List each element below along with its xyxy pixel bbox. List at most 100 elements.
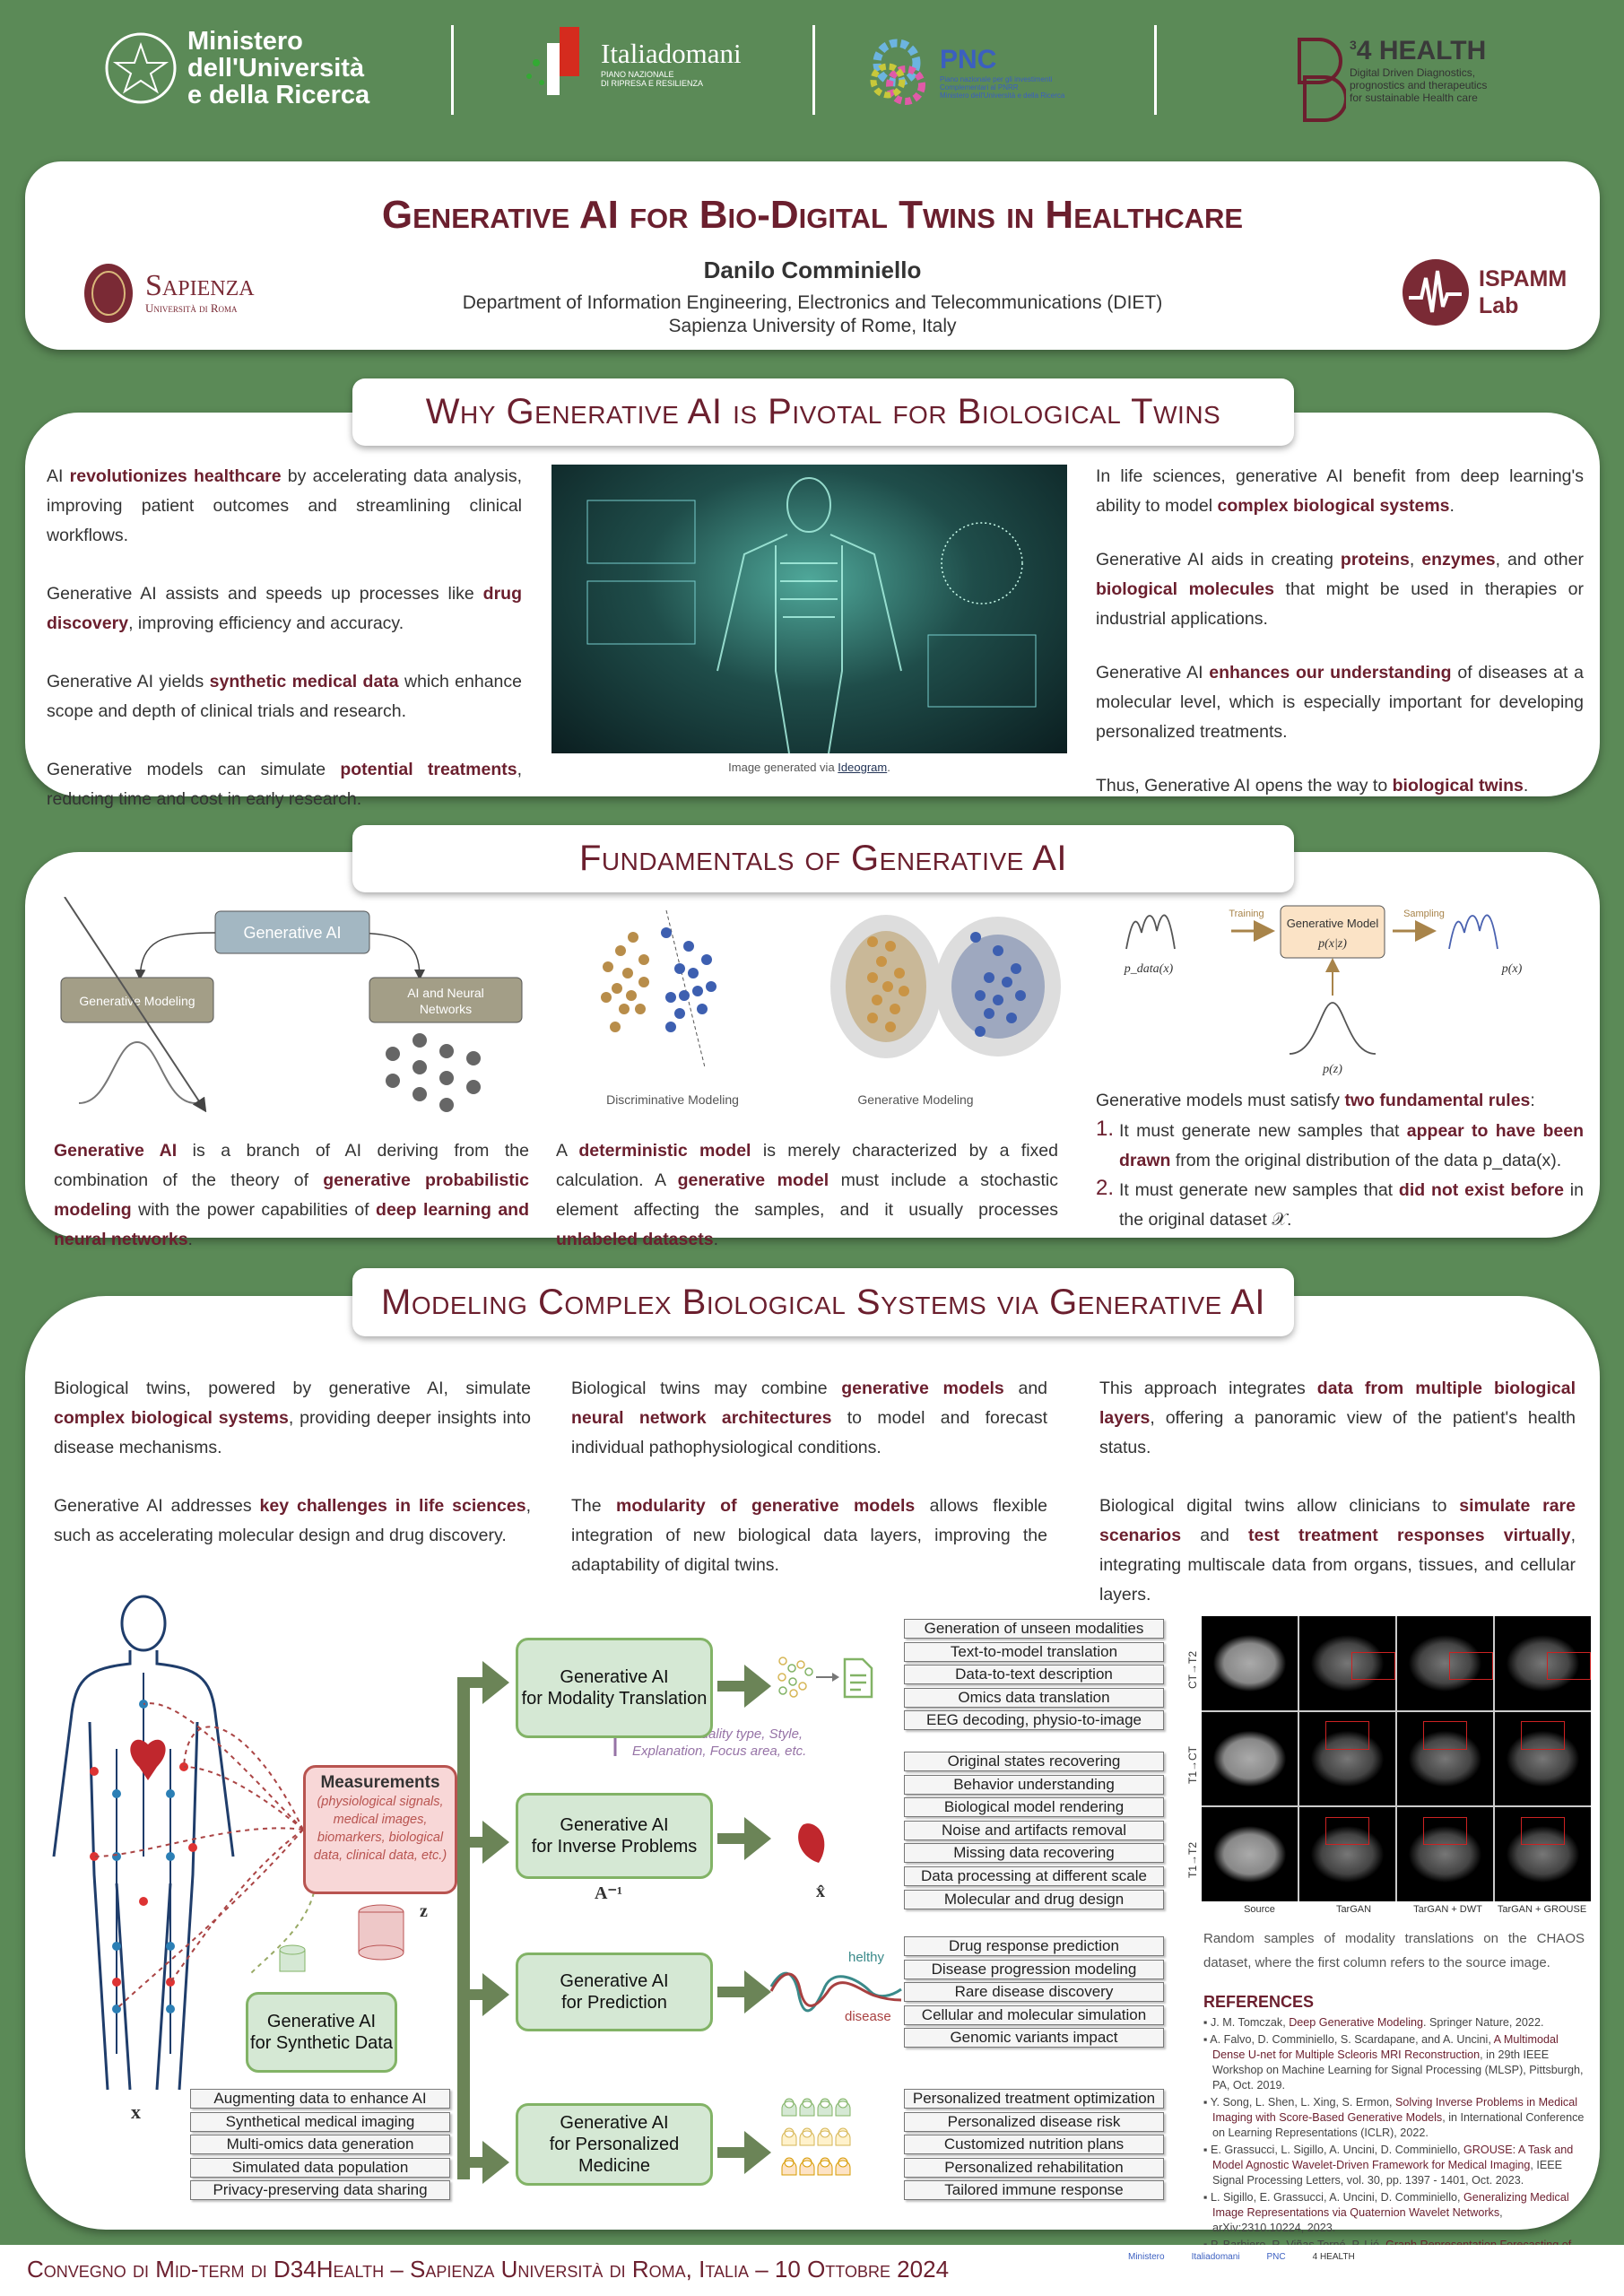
synthetic-title-1: Generative AI bbox=[266, 2012, 377, 2031]
list-item: Privacy-preserving data sharing bbox=[190, 2180, 450, 2201]
patient-icon bbox=[835, 2157, 851, 2176]
list-item: Original states recovering bbox=[904, 1752, 1164, 1771]
data-point bbox=[867, 936, 878, 947]
reference-title[interactable]: GROUSE: A Task and Model Agnostic Wavele… bbox=[1212, 2144, 1574, 2171]
data-point bbox=[1006, 1013, 1017, 1023]
text-segment: , integrating multiscale data from organ… bbox=[1099, 1526, 1576, 1605]
data-point bbox=[674, 1008, 685, 1019]
highlight-text: Generative AI bbox=[54, 1141, 178, 1161]
data-point bbox=[601, 992, 612, 1003]
zoom-region-box bbox=[1422, 1816, 1468, 1846]
reference-title[interactable]: Deep Generative Modeling bbox=[1289, 2016, 1424, 2029]
list-item: Noise and artifacts removal bbox=[904, 1820, 1164, 1840]
highlight-text: enhances our understanding bbox=[1209, 663, 1452, 683]
text-segment: It must generate new samples that bbox=[1119, 1121, 1407, 1141]
sapienza-logo: Sapienza Università di Roma bbox=[83, 262, 255, 325]
mri-scan-image bbox=[1299, 1711, 1395, 1806]
section-why-title: Why Generative AI is Pivotal for Biologi… bbox=[352, 378, 1294, 446]
list-item: Augmenting data to enhance AI bbox=[190, 2089, 450, 2109]
disc-label: Discriminative Modeling bbox=[606, 1092, 739, 1107]
patient-icon bbox=[817, 2157, 833, 2176]
patient-icon bbox=[817, 2127, 833, 2146]
text-segment: , reducing time and cost in early resear… bbox=[47, 760, 522, 809]
heart-icon bbox=[130, 1739, 166, 1780]
text-segment: Thus, Generative AI opens the way to bbox=[1096, 776, 1393, 796]
mri-row-label: T1→T2 bbox=[1186, 1842, 1199, 1879]
text-segment: In life sciences, generative AI benefit … bbox=[1096, 466, 1584, 516]
patient-icon bbox=[835, 2127, 851, 2146]
latent-dots-icon bbox=[777, 1657, 813, 1698]
list-item: Drug response prediction bbox=[904, 1936, 1164, 1956]
list-item: Rare disease discovery bbox=[904, 1982, 1164, 2003]
data-point bbox=[1002, 977, 1012, 987]
italiadomani-sub1: PIANO NAZIONALE bbox=[601, 70, 674, 79]
generative-model-label: Generative Model bbox=[1287, 917, 1379, 930]
data-point bbox=[970, 932, 981, 943]
patient-icon bbox=[781, 2098, 797, 2117]
data-point bbox=[882, 981, 893, 992]
block-title-line: for Personalized bbox=[549, 2135, 680, 2154]
block-title-line: for Inverse Problems bbox=[531, 1837, 698, 1857]
list-item: Data-to-text description bbox=[904, 1665, 1164, 1685]
data-point bbox=[975, 990, 986, 1001]
data-point bbox=[885, 941, 896, 952]
rule-2: 2.It must generate new samples that did … bbox=[1096, 1176, 1584, 1230]
highlight-text: enzymes bbox=[1421, 550, 1496, 570]
patient-icon bbox=[799, 2127, 815, 2146]
paragraph: Thus, Generative AI opens the way to bio… bbox=[1096, 771, 1584, 801]
data-point bbox=[885, 1022, 896, 1032]
text-segment: Biological twins, powered by generative … bbox=[54, 1378, 531, 1398]
s1-left-text: AI revolutionizes healthcare by accelera… bbox=[47, 462, 522, 814]
data-point bbox=[867, 1013, 878, 1023]
highlight-text: did not exist before bbox=[1398, 1180, 1564, 1200]
text-segment: Biological digital twins allow clinician… bbox=[1099, 1496, 1460, 1516]
ideogram-link[interactable]: Ideogram bbox=[838, 761, 888, 774]
healthy-curve bbox=[769, 1971, 902, 2013]
data-point bbox=[674, 963, 685, 974]
title-card: Generative AI for Bio-Digital Twins in H… bbox=[25, 161, 1600, 350]
pnc-logo: PNC Piano nazionale per gli investimenti… bbox=[868, 36, 1064, 108]
ispamm-lab: Lab bbox=[1479, 293, 1519, 318]
mri-scan-image bbox=[1397, 1711, 1493, 1806]
data-point bbox=[665, 1022, 676, 1032]
text-segment: It must generate new samples that bbox=[1119, 1180, 1399, 1200]
text-segment: . bbox=[1449, 496, 1455, 516]
d34-sup: 3 bbox=[1350, 38, 1357, 52]
list-item: Generation of unseen modalities bbox=[904, 1619, 1164, 1639]
mri-caption: Random samples of modality translations … bbox=[1203, 1931, 1585, 1970]
reference-title[interactable]: Solving Inverse Problems in Medical Imag… bbox=[1212, 2096, 1578, 2124]
patient-icon bbox=[835, 2098, 851, 2117]
highlight-text: appear to have been drawn bbox=[1119, 1121, 1584, 1170]
mri-scan-image bbox=[1397, 1616, 1493, 1710]
text-segment: is merely characterized by a fixed calcu… bbox=[556, 1141, 1058, 1190]
px-curve bbox=[1448, 914, 1498, 950]
mur-line3: e della Ricerca bbox=[187, 81, 370, 109]
highlight-text: generative probabilistic modeling bbox=[54, 1170, 529, 1220]
data-point bbox=[638, 954, 649, 965]
list-item: EEG decoding, physio-to-image bbox=[904, 1710, 1164, 1731]
reference-title[interactable]: A Multimodal Dense U-net for Multiple Sc… bbox=[1212, 2033, 1559, 2061]
mri-scan-image bbox=[1299, 1807, 1395, 1901]
ispamm-name: ISPAMM bbox=[1479, 266, 1568, 291]
text-segment: by accelerating data analysis, improving… bbox=[47, 466, 523, 545]
list-item: Synthetical medical imaging bbox=[190, 2111, 450, 2132]
human-body-icon bbox=[52, 1595, 235, 2091]
gen-label: Generative Modeling bbox=[857, 1092, 974, 1107]
italiadomani-name: Italiadomani bbox=[601, 38, 742, 69]
zoom-region-box bbox=[1546, 1651, 1591, 1681]
text-segment: Generative AI addresses bbox=[54, 1496, 260, 1516]
text-segment: of diseases at a molecular level, which … bbox=[1096, 663, 1584, 742]
list-item: Personalized treatment optimization bbox=[904, 2089, 1164, 2109]
a-inverse-label: A⁻¹ bbox=[595, 1883, 622, 1903]
measurements-desc: (physiological signals, medical images, … bbox=[313, 1795, 447, 1863]
pnc-name: PNC bbox=[940, 44, 997, 74]
reference-title[interactable]: Generalizing Medical Image Representatio… bbox=[1212, 2191, 1569, 2219]
data-point bbox=[984, 972, 994, 983]
mri-row-label: T1→CT bbox=[1186, 1746, 1199, 1784]
measurements-title: Measurements bbox=[320, 1773, 440, 1792]
data-point bbox=[688, 968, 699, 978]
